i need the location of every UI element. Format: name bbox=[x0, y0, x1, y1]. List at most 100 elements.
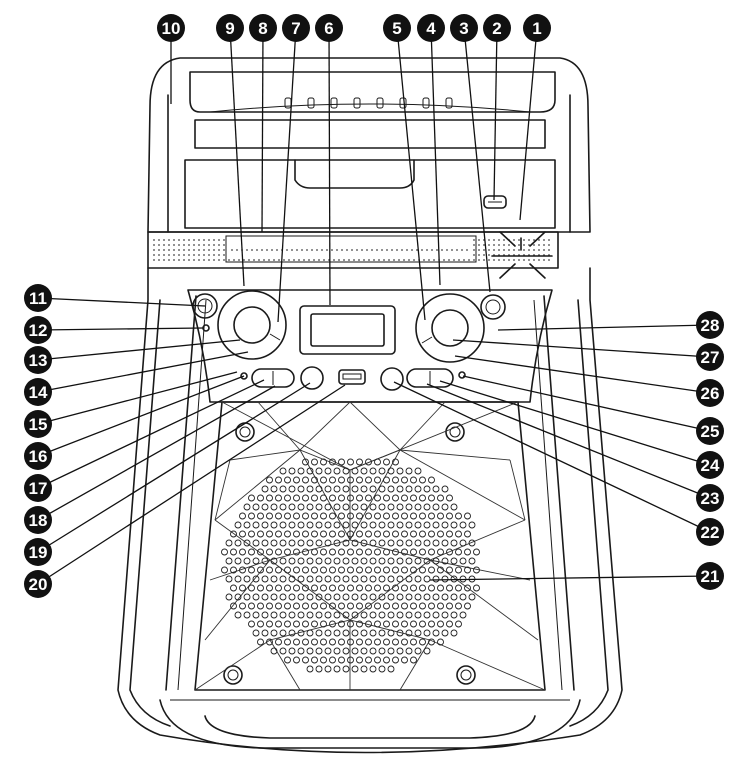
callout-badge-17 bbox=[24, 474, 52, 502]
woofer-hole bbox=[428, 476, 435, 484]
woofer-hole bbox=[383, 602, 390, 610]
vent-dot bbox=[376, 249, 378, 251]
left-round-button[interactable] bbox=[300, 366, 324, 390]
vent-dot bbox=[308, 259, 310, 261]
woofer-hole bbox=[455, 602, 462, 610]
callout-number: 19 bbox=[29, 543, 48, 562]
lcd-display bbox=[299, 305, 396, 355]
woofer-hole bbox=[396, 593, 404, 601]
side-switch bbox=[483, 195, 507, 209]
woofer-hole bbox=[351, 521, 359, 529]
woofer-hole bbox=[234, 557, 242, 565]
woofer-hole bbox=[464, 548, 471, 556]
woofer-hole bbox=[275, 638, 282, 646]
callout-badge-9 bbox=[216, 14, 244, 42]
woofer-hole bbox=[405, 557, 413, 565]
woofer-hole bbox=[284, 512, 291, 520]
vent-dot bbox=[178, 259, 180, 261]
vent-dot bbox=[483, 254, 485, 256]
woofer-hole bbox=[378, 629, 386, 637]
vent-dot bbox=[523, 259, 525, 261]
woofer-hole bbox=[333, 629, 341, 637]
vent-dot bbox=[356, 249, 358, 251]
woofer-hole bbox=[369, 665, 377, 673]
woofer-hole bbox=[248, 530, 255, 538]
woofer-hole bbox=[419, 548, 426, 556]
woofer-hole bbox=[423, 575, 431, 583]
woofer-hole bbox=[324, 503, 332, 511]
woofer-hole bbox=[360, 629, 368, 637]
vent-dot bbox=[508, 259, 510, 261]
vent-dot bbox=[473, 239, 475, 241]
woofer-hole bbox=[279, 593, 287, 601]
woofer-hole bbox=[374, 530, 381, 538]
vent-dot bbox=[271, 249, 273, 251]
woofer-hole bbox=[378, 485, 386, 493]
vent-dot bbox=[173, 254, 175, 256]
vent-dot bbox=[548, 244, 550, 246]
woofer-hole bbox=[338, 620, 345, 628]
woofer-hole bbox=[437, 638, 444, 646]
vent-dot bbox=[463, 259, 465, 261]
vent-dot bbox=[183, 249, 185, 251]
woofer-hole bbox=[423, 611, 431, 619]
callout-leader-1 bbox=[519, 27, 538, 221]
woofer-hole bbox=[306, 467, 314, 475]
woofer-hole bbox=[428, 548, 435, 556]
woofer-hole bbox=[437, 584, 444, 592]
callout-leader-24 bbox=[439, 380, 711, 466]
vent-dot bbox=[273, 259, 275, 261]
woofer-hole bbox=[347, 602, 354, 610]
woofer-hole bbox=[360, 611, 368, 619]
woofer-hole bbox=[324, 629, 332, 637]
vent-dot bbox=[208, 254, 210, 256]
callout-25: 25 bbox=[696, 417, 724, 445]
vent-dot bbox=[336, 249, 338, 251]
vent-dot bbox=[183, 254, 185, 256]
woofer-hole bbox=[383, 494, 390, 502]
callout-leader-22 bbox=[393, 381, 711, 533]
woofer-hole bbox=[423, 629, 431, 637]
woofer-hole bbox=[351, 485, 359, 493]
woofer-hole bbox=[396, 557, 404, 565]
vent-dot bbox=[298, 259, 300, 261]
woofer-hole bbox=[221, 566, 228, 574]
right-rocker-button[interactable] bbox=[406, 368, 454, 388]
woofer-hole bbox=[392, 476, 399, 484]
usb-port[interactable] bbox=[338, 369, 366, 385]
woofer-hole bbox=[270, 485, 278, 493]
woofer-hole bbox=[347, 458, 354, 466]
callout-number: 4 bbox=[426, 19, 436, 38]
vent-dot bbox=[203, 254, 205, 256]
vent-dot bbox=[468, 259, 470, 261]
woofer-hole bbox=[288, 503, 296, 511]
callout-5: 5 bbox=[383, 14, 411, 42]
vent-dot bbox=[381, 249, 383, 251]
woofer-hole bbox=[342, 539, 350, 547]
woofer-hole bbox=[459, 557, 467, 565]
woofer-hole bbox=[437, 602, 444, 610]
callout-leader-26 bbox=[454, 355, 711, 394]
vent-dot bbox=[256, 249, 258, 251]
callout-leader-21 bbox=[429, 575, 711, 581]
woofer-hole bbox=[468, 557, 476, 565]
left-volume-knob[interactable] bbox=[217, 290, 287, 360]
woofer-hole bbox=[432, 485, 440, 493]
woofer-hole bbox=[320, 530, 327, 538]
woofer-hole bbox=[306, 611, 314, 619]
woofer-hole bbox=[333, 485, 341, 493]
vent-dot bbox=[198, 244, 200, 246]
right-round-button[interactable] bbox=[380, 367, 404, 391]
woofer-hole bbox=[338, 602, 345, 610]
right-small-knob[interactable] bbox=[480, 294, 506, 320]
callout-leader-5 bbox=[396, 27, 426, 321]
woofer-hole bbox=[455, 620, 462, 628]
woofer-hole bbox=[378, 521, 386, 529]
woofer-hole bbox=[428, 494, 435, 502]
callout-badge-7 bbox=[282, 14, 310, 42]
vent-dot bbox=[538, 239, 540, 241]
woofer-hole bbox=[320, 638, 327, 646]
right-master-knob[interactable] bbox=[415, 293, 485, 363]
vent-dot bbox=[263, 259, 265, 261]
callout-leader-11 bbox=[37, 297, 206, 307]
